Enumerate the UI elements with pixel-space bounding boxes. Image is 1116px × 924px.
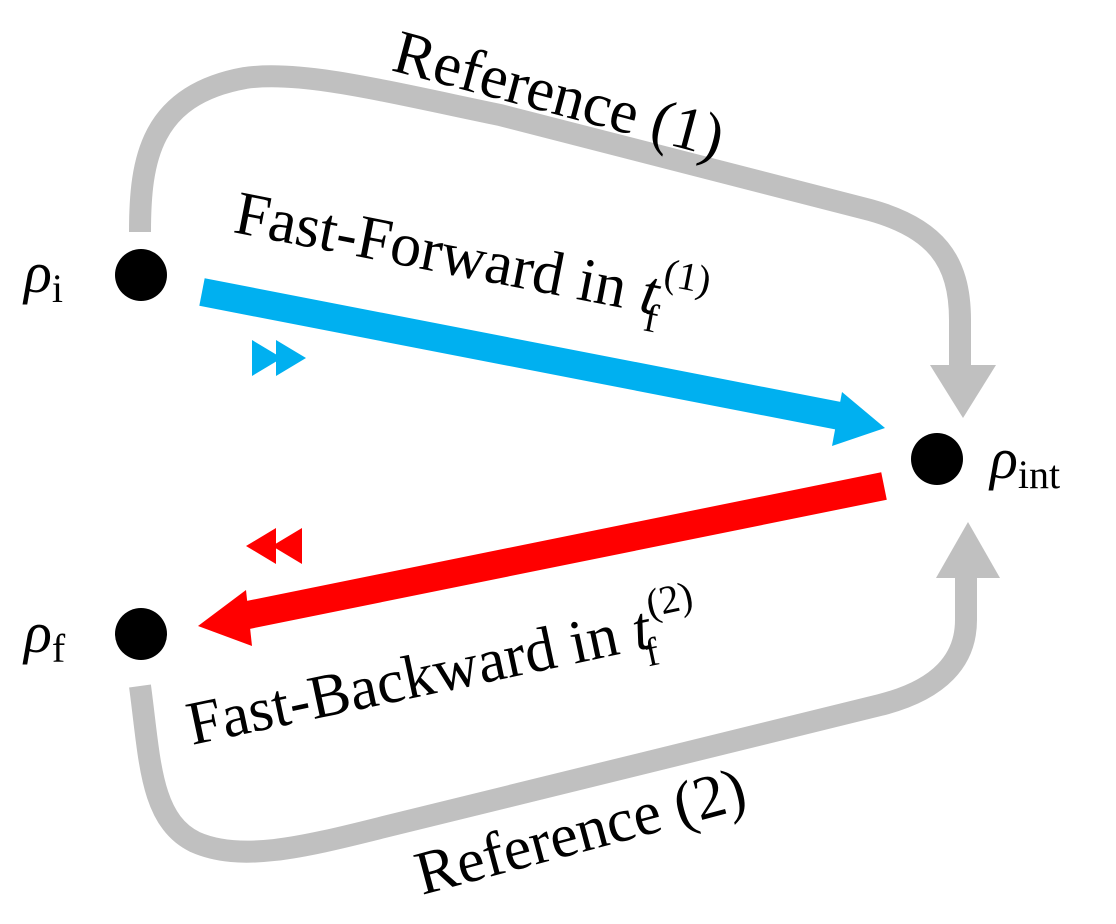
label-reference-1: Reference (1) bbox=[386, 18, 731, 171]
fast-forward-icon bbox=[252, 340, 306, 376]
reference-1-path bbox=[129, 65, 971, 372]
reference-2-arrowhead bbox=[936, 522, 1000, 578]
fast-forward-arrow bbox=[199, 278, 885, 446]
fast-backward-arrowhead bbox=[198, 590, 252, 646]
fast-backward-arrow bbox=[198, 472, 887, 646]
fast-backward-shaft bbox=[235, 472, 887, 631]
fast-forward-shaft bbox=[199, 278, 853, 432]
reference-2-path bbox=[129, 572, 977, 863]
fast-backward-icon bbox=[246, 528, 302, 564]
reference-2-arrow bbox=[129, 522, 1000, 863]
node-intermediate bbox=[911, 433, 963, 485]
node-final bbox=[115, 608, 167, 660]
label-rho-intermediate: ρint bbox=[988, 426, 1060, 497]
reference-1-arrow bbox=[129, 65, 996, 418]
node-initial bbox=[115, 249, 167, 301]
fast-forward-arrowhead bbox=[832, 392, 885, 446]
label-rho-initial: ρi bbox=[22, 240, 63, 311]
label-rho-final: ρf bbox=[22, 600, 66, 671]
reference-1-arrowhead bbox=[930, 365, 996, 418]
